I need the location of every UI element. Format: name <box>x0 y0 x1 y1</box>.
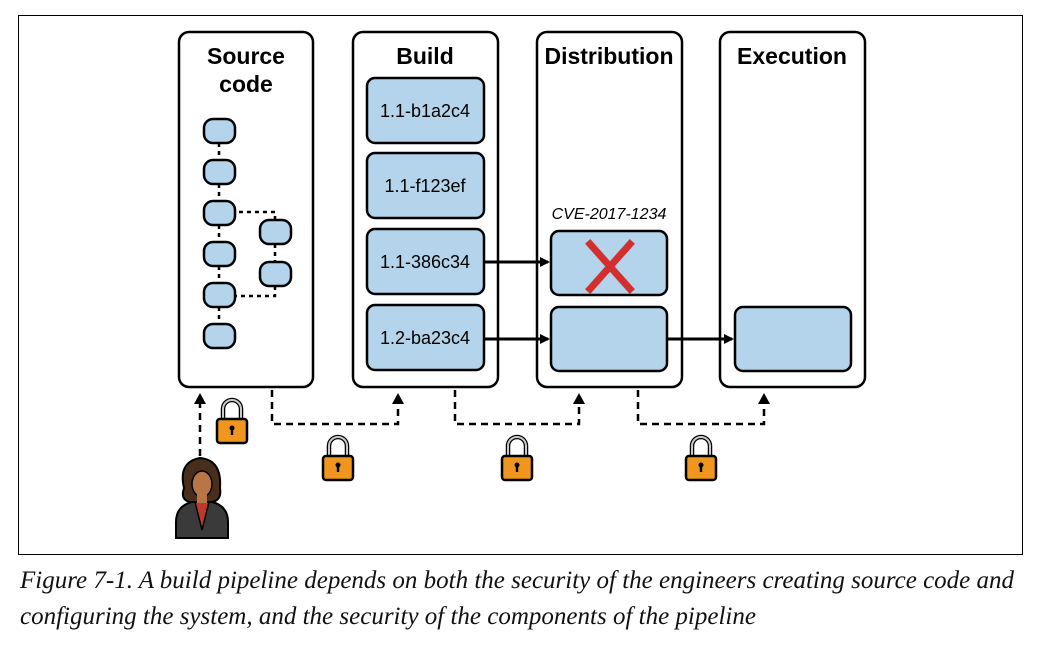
commit-node <box>202 158 237 186</box>
commit-node <box>202 117 237 145</box>
stage-title-source-line2: code <box>219 71 273 97</box>
stage-title-build: Build <box>396 43 454 69</box>
commit-node <box>202 322 237 350</box>
stage-distribution <box>535 30 684 389</box>
stage-title-distribution: Distribution <box>544 43 673 69</box>
stage-title-source-line1: Source <box>207 43 285 69</box>
build-artifact-label: 1.1-f123ef <box>384 176 466 196</box>
build-artifact-label: 1.2-ba23c4 <box>380 328 470 348</box>
execution-artifact <box>733 305 853 373</box>
stage-execution <box>718 30 867 389</box>
dashed-connector <box>270 390 400 426</box>
arrow-head <box>194 393 206 404</box>
arrow-head <box>392 393 404 404</box>
lock-icon <box>684 434 718 482</box>
commit-graph <box>202 117 293 350</box>
branch-commit-node <box>258 218 293 246</box>
build-artifact-label: 1.1-386c34 <box>380 252 470 272</box>
lock-icon <box>321 434 355 482</box>
branch-commit-node <box>258 260 293 288</box>
dashed-connector <box>453 390 581 426</box>
vulnerability-label: CVE-2017-1234 <box>552 206 667 223</box>
dashed-connector <box>636 390 766 426</box>
commit-node <box>202 199 237 227</box>
person-icon <box>175 456 229 539</box>
figure-caption: Figure 7-1. A build pipeline depends on … <box>20 567 1015 630</box>
commit-node <box>202 240 237 268</box>
build-artifact-box <box>365 151 486 220</box>
build-artifact-box <box>365 76 486 145</box>
arrow-head <box>758 393 770 404</box>
arrow-head <box>573 393 585 404</box>
stage-title-execution: Execution <box>737 43 847 69</box>
commit-node <box>202 281 237 309</box>
x-mark-icon <box>585 239 635 294</box>
distribution-artifact <box>549 305 669 373</box>
lock-icon <box>215 397 249 445</box>
build-artifact-label: 1.1-b1a2c4 <box>380 101 470 121</box>
lock-icon <box>500 434 534 482</box>
